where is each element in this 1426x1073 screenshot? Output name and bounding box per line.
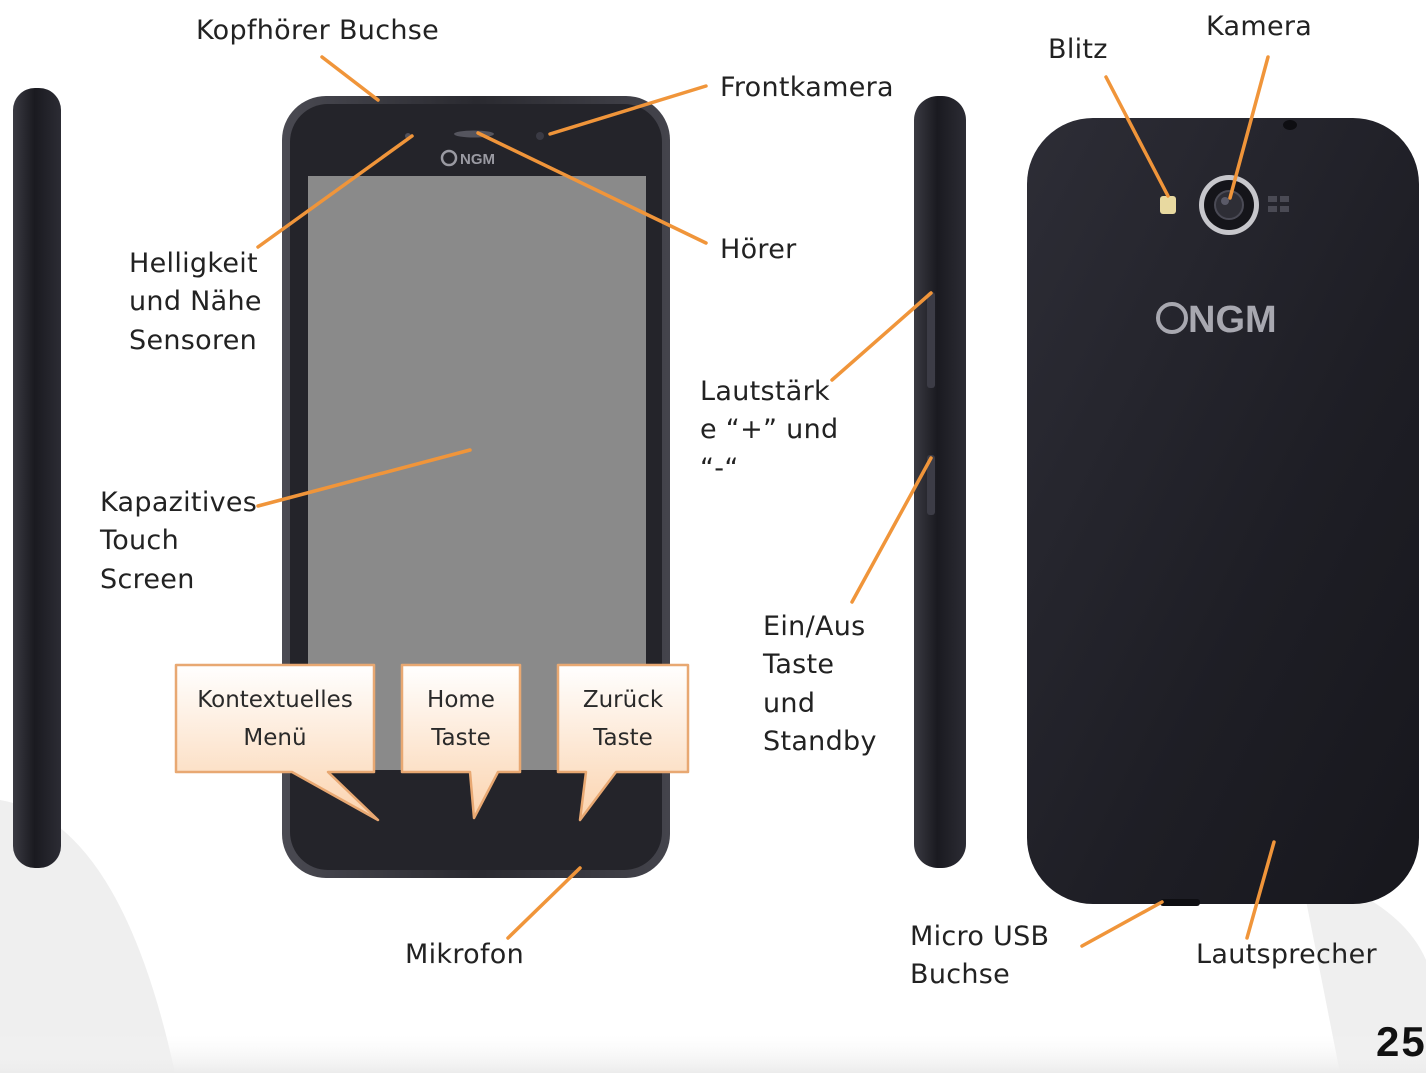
label-micro-usb-line-2: Buchse [910,959,1011,991]
back-logo-text: NGM [1188,299,1277,341]
leader-flash [1104,75,1170,198]
label-volume: Lautstärk e “+” und “-“ [700,373,838,488]
leader-micro-usb [1080,900,1164,948]
front-camera-lens [536,132,544,140]
phone-side-left [13,88,61,868]
back-logo: NGM [1156,299,1277,341]
callout-menu-shape [174,663,380,822]
label-microphone: Mikrofon [405,939,524,970]
leader-sensors [256,134,414,249]
callout-home-line-1: Home [427,687,495,713]
label-headphone-jack: Kopfhörer Buchse [196,15,440,46]
label-earpiece: Hörer [720,234,797,265]
leader-front-camera [548,84,708,136]
leader-headphone-jack [320,55,380,102]
label-power: Ein/Aus Taste und Standby [763,608,877,761]
label-touchscreen-line-2: Touch [100,525,179,557]
label-camera: Kamera [1206,11,1313,42]
leader-power [850,456,933,604]
label-volume-line-3: “-“ [700,452,739,484]
page-number: 25 [1376,1018,1426,1065]
label-micro-usb-line-1: Micro USB [910,921,1050,952]
label-power-line-3: und [763,687,816,719]
label-volume-line-1: Lautstärk [700,376,830,407]
leader-lines [256,55,1276,948]
leader-speaker [1245,840,1276,940]
phone-back: NGM [1027,118,1419,906]
callout-home: Home Taste [402,682,520,758]
power-key [927,455,935,515]
label-touchscreen: Kapazitives Touch Screen [100,484,257,599]
front-logo-text: NGM [460,151,495,168]
callout-menu-line-2: Menü [243,724,307,751]
callout-home-shape [400,663,522,820]
label-touchscreen-line-3: Screen [100,563,195,595]
label-front-camera: Frontkamera [720,72,894,103]
label-touchscreen-line-1: Kapazitives [100,487,258,518]
volume-keys [927,292,935,388]
label-sensors-line-2: und Nähe [129,286,262,318]
label-volume-line-2: e “+” und [700,414,839,446]
label-micro-usb: Micro USB Buchse [910,918,1049,995]
callout-home-line-2: Taste [431,724,491,751]
callout-back-shape [556,663,690,822]
leader-volume [830,291,933,382]
usb-port [1160,899,1200,906]
phone-side-right [914,96,966,868]
label-sensors-line-1: Helligkeit [129,248,258,279]
label-power-line-1: Ein/Aus [763,611,866,642]
flash-led [1160,196,1176,214]
leader-camera [1228,55,1270,200]
callout-menu: Kontextuelles Menü [176,682,374,758]
label-sensors-line-3: Sensoren [129,324,258,356]
label-speaker: Lautsprecher [1196,939,1377,970]
callout-back: Zurück Taste [558,682,688,758]
leader-microphone [506,866,582,940]
label-power-line-2: Taste [763,649,835,681]
background-watermark [0,800,1426,1073]
label-sensors: Helligkeit und Nähe Sensoren [129,245,262,360]
leader-earpiece [476,131,708,245]
callout-menu-line-1: Kontextuelles [197,687,353,713]
leader-touchscreen [256,448,472,508]
callout-back-line-2: Taste [593,724,653,751]
label-power-line-4: Standby [763,725,877,757]
callout-back-line-1: Zurück [582,687,664,713]
front-logo: NGM [440,149,495,168]
label-flash: Blitz [1048,34,1108,65]
rear-camera-lens [1214,190,1244,220]
camera-info-mark [1268,196,1289,212]
